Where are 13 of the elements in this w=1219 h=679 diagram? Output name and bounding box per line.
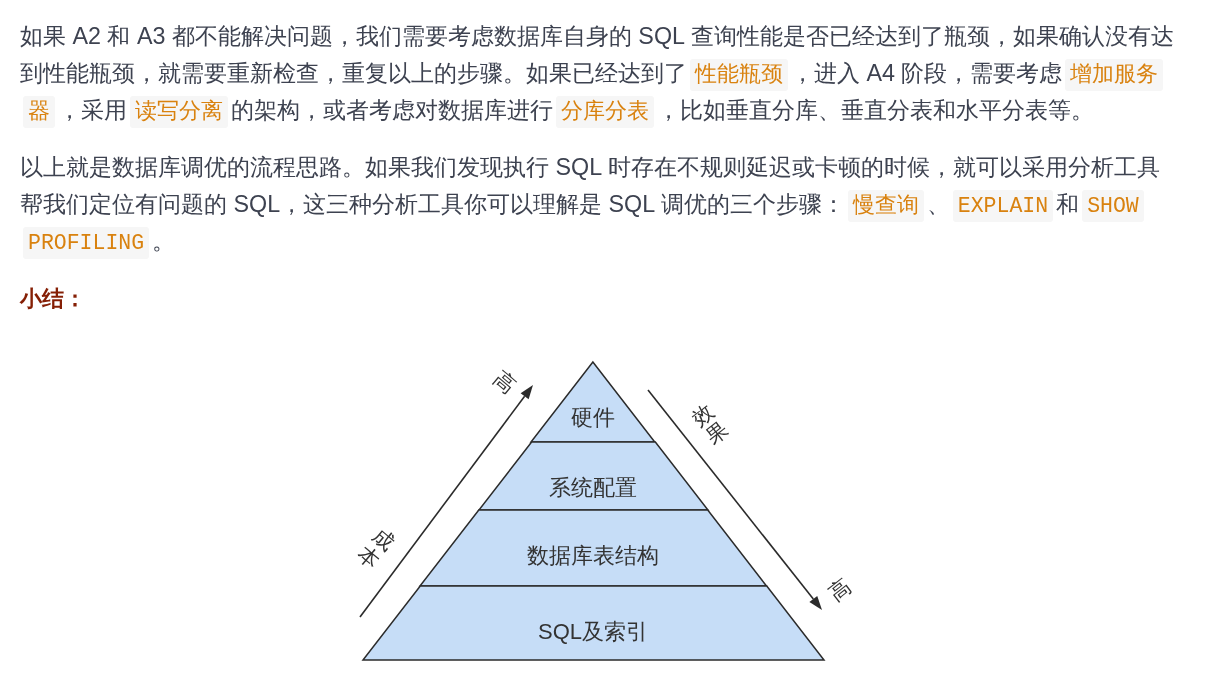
- layer-label: 数据库表结构: [527, 542, 659, 570]
- pyramid-layer: [419, 510, 767, 586]
- axis-label: 高: [489, 366, 521, 398]
- layer-label: SQL及索引: [538, 618, 648, 646]
- pyramid-layer: [478, 442, 708, 510]
- axis-label: 高: [824, 574, 856, 606]
- layer-label: 硬件: [571, 404, 615, 432]
- axis-label: 效果: [687, 399, 733, 449]
- axis-label: 成本: [353, 523, 399, 573]
- layer-label: 系统配置: [549, 474, 637, 502]
- pyramid-layer: [362, 586, 824, 660]
- section-heading: 小结：: [20, 285, 86, 313]
- pyramid-layer: [531, 362, 655, 442]
